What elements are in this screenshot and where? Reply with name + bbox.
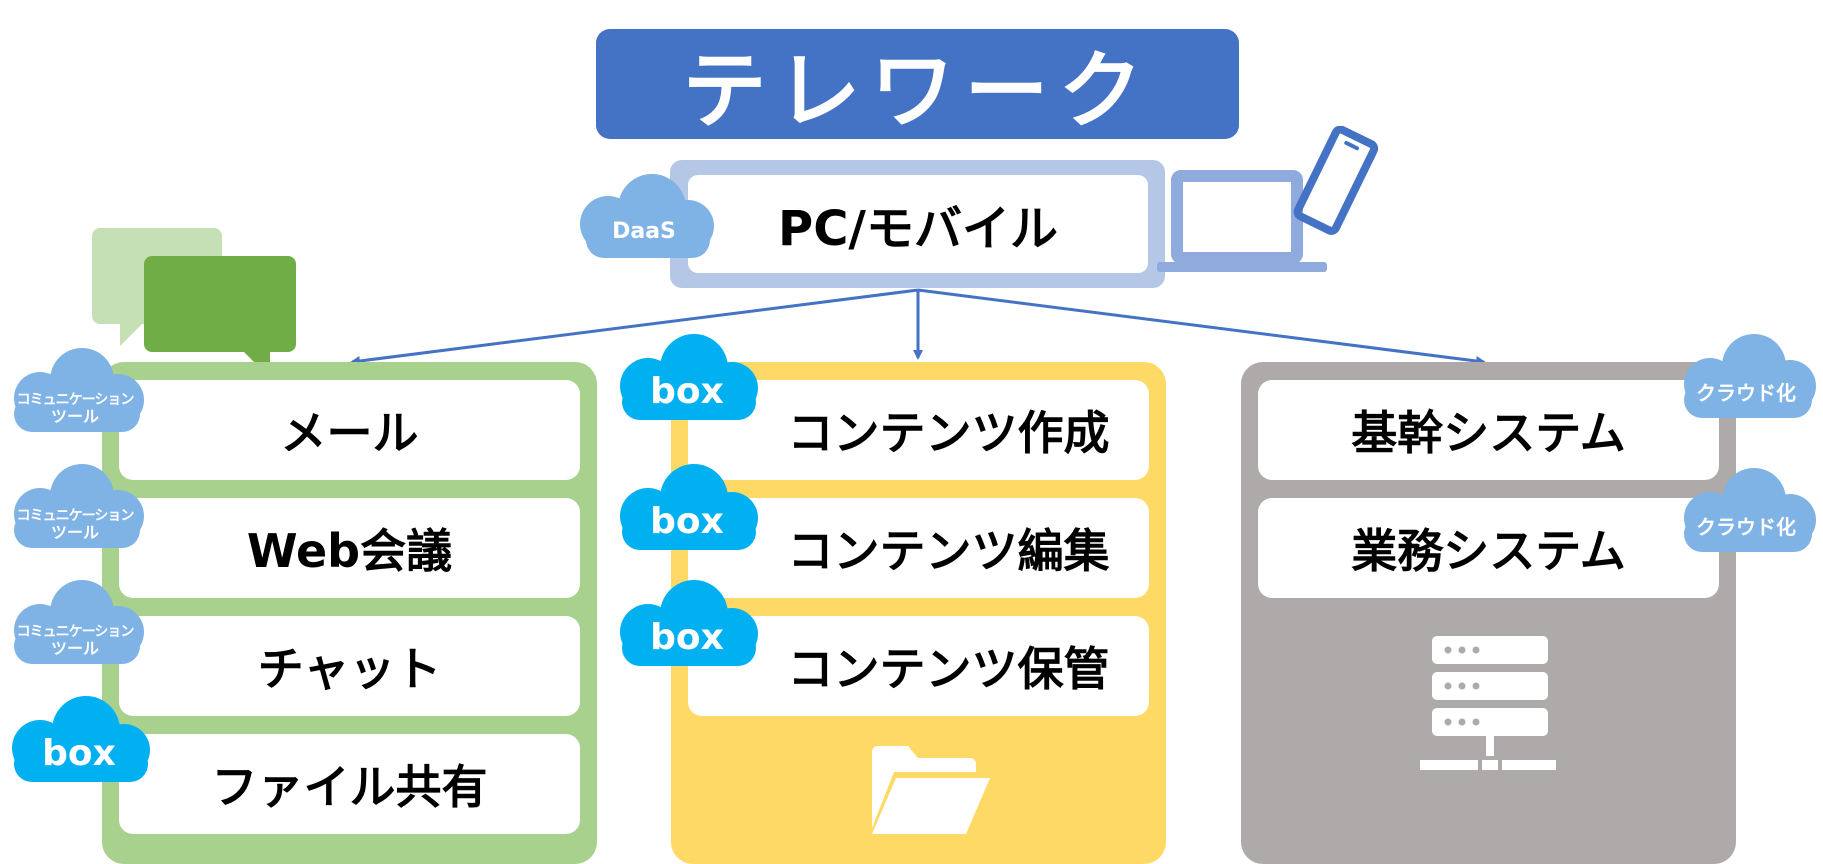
cloud-icon — [620, 334, 758, 420]
item-label: ファイル共有 — [211, 760, 488, 814]
cloud-label-line1: コミュニケーション — [16, 391, 135, 408]
cloudify-cloud: クラウド化 — [1670, 330, 1822, 420]
device-label: PC/モバイル — [778, 201, 1058, 257]
daas-label: DaaS — [612, 219, 676, 245]
item-label: 基幹システム — [1351, 406, 1626, 460]
item-label: Web会議 — [246, 524, 453, 578]
comm-tool-cloud: コミュニケーション ツール — [0, 576, 150, 666]
box-cloud: box — [608, 330, 766, 422]
box-cloud: box — [0, 692, 158, 784]
server-icon — [1420, 636, 1556, 770]
cloud-icon — [1684, 334, 1816, 418]
item-chat: チャット — [119, 616, 580, 716]
cloudify-label: クラウド化 — [1696, 380, 1796, 405]
cloud-icon — [14, 580, 144, 664]
device-box: PC/モバイル — [688, 175, 1148, 273]
item-label: コンテンツ作成 — [787, 406, 1110, 460]
box-label: box — [650, 371, 724, 413]
item-label: コンテンツ編集 — [787, 524, 1110, 578]
item-web-meeting: Web会議 — [119, 498, 580, 598]
item-label: メール — [280, 406, 419, 460]
item-label: コンテンツ保管 — [787, 642, 1110, 696]
box-label: box — [650, 501, 724, 543]
cloud-icon — [14, 348, 144, 432]
cloud-icon — [14, 464, 144, 548]
daas-cloud: DaaS — [568, 168, 720, 260]
cloud-icon — [620, 464, 758, 550]
item-core-system: 基幹システム — [1258, 380, 1719, 480]
title-banner: テレワーク — [596, 29, 1239, 140]
item-label: チャット — [257, 642, 442, 696]
box-cloud: box — [608, 460, 766, 552]
arrow-to-column3 — [917, 288, 1486, 366]
cloud-icon — [12, 696, 150, 782]
cloud-icon — [1684, 468, 1816, 552]
cloud-label-line2: ツール — [50, 638, 99, 658]
smartphone-icon — [1293, 126, 1379, 235]
cloudify-label: クラウド化 — [1696, 514, 1796, 539]
comm-tool-cloud: コミュニケーション ツール — [0, 460, 150, 550]
box-label: box — [650, 617, 724, 659]
box-label: box — [42, 733, 116, 775]
cloud-icon — [580, 174, 714, 258]
box-cloud: box — [608, 576, 766, 668]
cloud-label-line1: コミュニケーション — [16, 623, 135, 640]
page-title: テレワーク — [682, 41, 1153, 140]
speech-bubbles-icon — [92, 228, 296, 378]
item-content-store: コンテンツ保管 — [688, 616, 1149, 716]
item-business-system: 業務システム — [1258, 498, 1719, 598]
item-content-edit: コンテンツ編集 — [688, 498, 1149, 598]
cloud-label-line1: コミュニケーション — [16, 507, 135, 524]
cloud-icon — [620, 580, 758, 666]
folder-icon — [872, 746, 990, 834]
item-file-share: ファイル共有 — [119, 734, 580, 834]
cloud-label-line2: ツール — [50, 406, 99, 426]
cloud-label-line2: ツール — [50, 522, 99, 542]
comm-tool-cloud: コミュニケーション ツール — [0, 344, 150, 434]
cloudify-cloud: クラウド化 — [1670, 464, 1822, 554]
item-label: 業務システム — [1351, 524, 1626, 578]
item-mail: メール — [119, 380, 580, 480]
item-content-create: コンテンツ作成 — [688, 380, 1149, 480]
